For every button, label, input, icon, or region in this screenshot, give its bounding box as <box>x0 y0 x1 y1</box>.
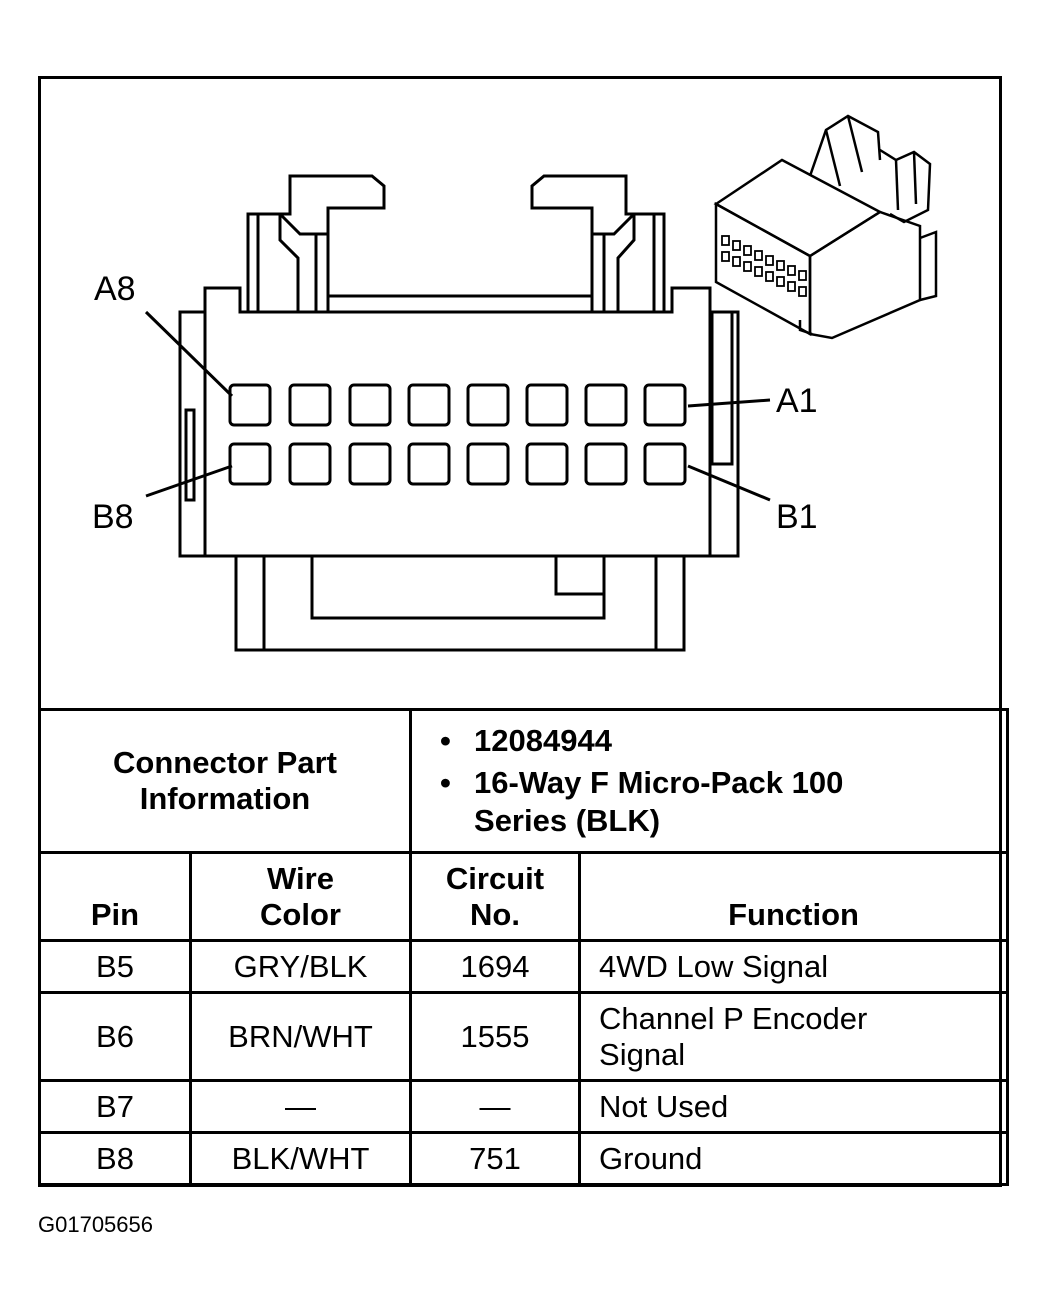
row-a-cavities <box>228 383 687 427</box>
leader-b1 <box>687 464 771 502</box>
circuit-no-cell: 1555 <box>409 991 582 1082</box>
function-cell: 4WD Low Signal <box>578 939 1010 994</box>
bottom-tab <box>234 556 686 652</box>
part-number: 12084944 <box>440 722 1006 760</box>
figure-code: G01705656 <box>38 1212 153 1237</box>
connector-description: 16-Way F Micro-Pack 100 Series (BLK) <box>440 764 854 840</box>
table-row: B6 BRN/WHT 1555 Channel P Encoder Signal <box>38 991 1010 1082</box>
connector-face-diagram: A8 A1 B8 B1 <box>92 114 938 652</box>
leader-a1 <box>687 398 771 408</box>
wire-color-cell: — <box>188 1079 413 1134</box>
leader-b8 <box>145 464 233 498</box>
connector-body <box>178 286 740 558</box>
label-b8: B8 <box>92 498 134 536</box>
header-circuit-no: Circuit No. <box>409 851 582 942</box>
wire-color-cell: GRY/BLK <box>188 939 413 994</box>
circuit-no-cell: — <box>409 1079 582 1134</box>
pin-cell: B5 <box>38 939 192 994</box>
leader-a8 <box>144 310 234 398</box>
pin-cell: B7 <box>38 1079 192 1134</box>
row-b-cavities <box>228 442 687 486</box>
function-cell: Channel P Encoder Signal <box>578 991 1010 1082</box>
wire-color-cell: BRN/WHT <box>188 991 413 1082</box>
table-row: B7 — — Not Used <box>38 1079 1010 1134</box>
function-cell: Ground <box>578 1131 1010 1186</box>
left-latch <box>246 174 386 314</box>
pin-cell: B6 <box>38 991 192 1082</box>
wire-color-cell: BLK/WHT <box>188 1131 413 1186</box>
connector-iso-view <box>713 114 938 340</box>
diagram-frame <box>38 76 1002 1187</box>
label-a8: A8 <box>94 270 136 308</box>
table-row: B8 BLK/WHT 751 Ground <box>38 1131 1010 1186</box>
table-row: B5 GRY/BLK 1694 4WD Low Signal <box>38 939 1010 994</box>
header-pin: Pin <box>38 851 192 942</box>
label-b1: B1 <box>776 498 818 536</box>
pin-cell: B8 <box>38 1131 192 1186</box>
connector-info-table: Connector Part Information 12084944 16-W… <box>37 708 1010 1186</box>
header-function: Function <box>578 851 1010 942</box>
function-cell: Not Used <box>578 1079 1010 1134</box>
connector-part-info-label: Connector Part Information <box>37 708 413 854</box>
circuit-no-cell: 751 <box>409 1131 582 1186</box>
connector-part-info-values: 12084944 16-Way F Micro-Pack 100 Series … <box>409 708 1010 854</box>
circuit-no-cell: 1694 <box>409 939 582 994</box>
right-latch <box>530 174 666 314</box>
header-wire-color: Wire Color <box>188 851 413 942</box>
label-a1: A1 <box>776 382 818 420</box>
